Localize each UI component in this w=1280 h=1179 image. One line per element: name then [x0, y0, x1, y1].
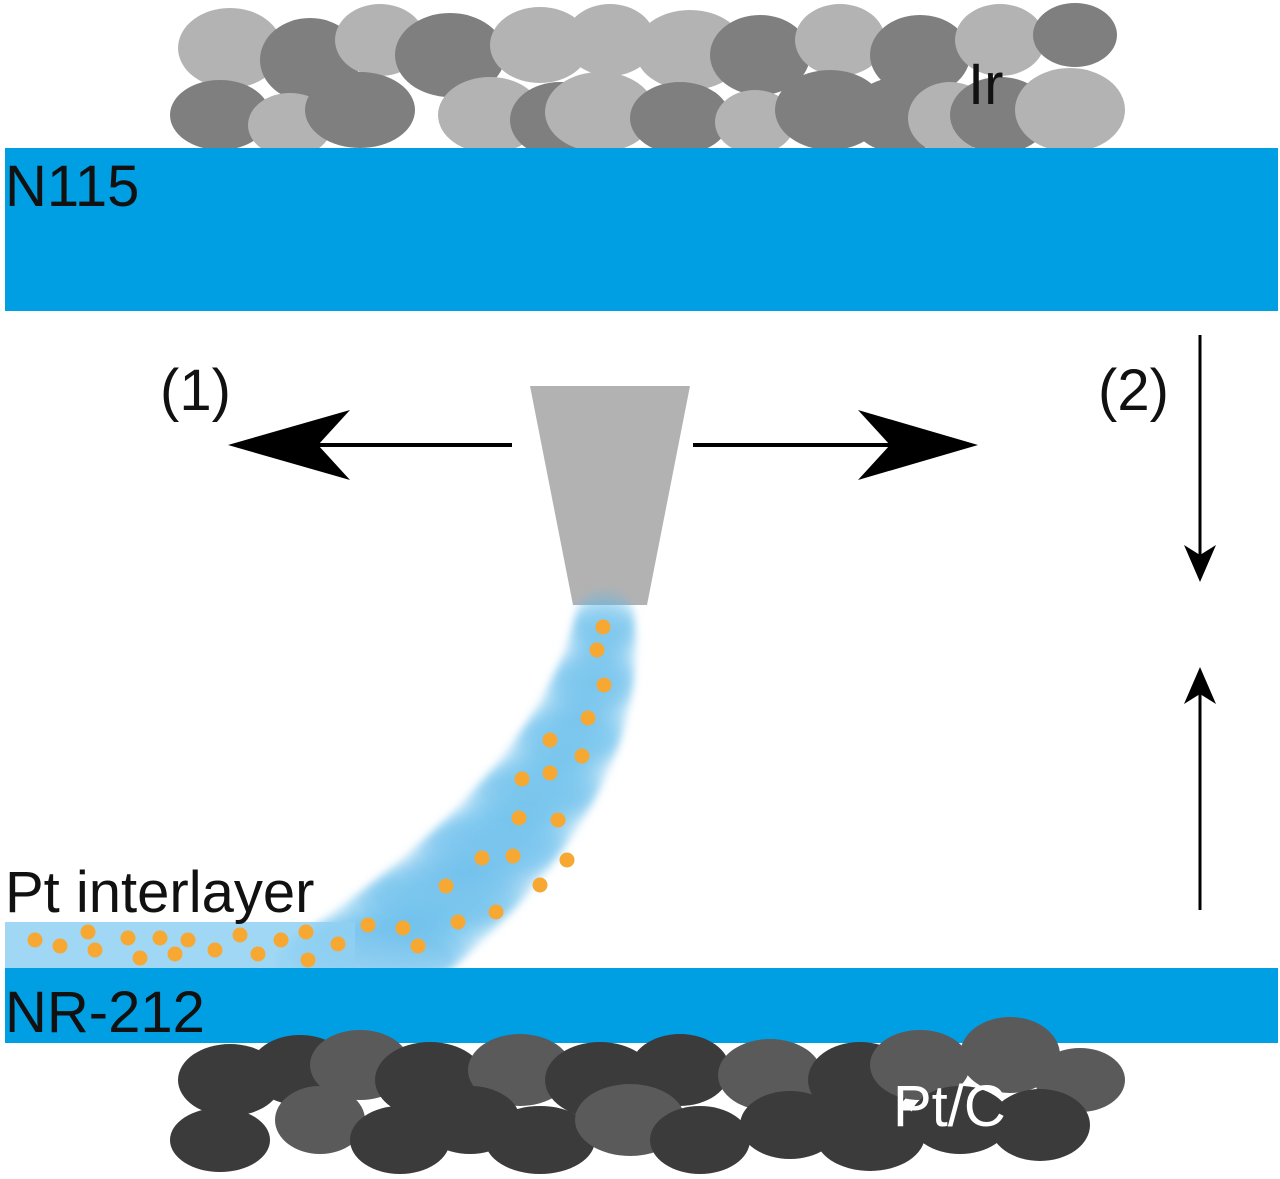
pt-particle — [300, 952, 316, 968]
pt-particle — [514, 771, 530, 787]
ir-grain — [1015, 68, 1125, 152]
pt-particle — [167, 946, 183, 962]
pt-particle — [87, 942, 103, 958]
ptc-grain — [990, 1089, 1090, 1161]
spray-nozzle — [530, 386, 690, 605]
pt-particle — [80, 924, 96, 940]
pt-particles — [27, 619, 612, 968]
ptc-grain — [870, 1030, 970, 1100]
pt-particle — [52, 938, 68, 954]
ptc-grain — [740, 1091, 840, 1159]
ptc-grain — [815, 1099, 925, 1171]
pt-particle — [589, 642, 605, 658]
ir-grain — [870, 15, 970, 95]
ir-grain — [170, 80, 270, 150]
ir-label: Ir — [968, 52, 1003, 117]
pt-particle — [298, 924, 314, 940]
pt-interlayer-label: Pt interlayer — [5, 860, 314, 925]
ir-grain — [490, 7, 590, 83]
right-arrow — [693, 410, 978, 480]
down-arrow — [1184, 335, 1216, 582]
pt-particle — [542, 732, 558, 748]
pt-particle — [474, 850, 490, 866]
pt-particle — [207, 942, 223, 958]
ir-grain — [545, 72, 655, 152]
ir-grain — [710, 15, 810, 95]
left-arrow — [228, 410, 512, 480]
ptc-label: Pt/C — [893, 1074, 1006, 1139]
ptc-catalyst-layer — [170, 1017, 1125, 1174]
ir-grain — [305, 72, 415, 148]
pt-particle — [596, 677, 612, 693]
pt-particle — [532, 877, 548, 893]
ir-grain — [395, 13, 505, 97]
pt-particle — [132, 950, 148, 966]
pt-particle — [330, 936, 346, 952]
pt-particle — [395, 920, 411, 936]
pt-particle — [273, 932, 289, 948]
ptc-grain — [485, 1106, 595, 1174]
ptc-grain — [960, 1017, 1060, 1093]
pt-particle — [580, 710, 596, 726]
up-arrow — [1184, 667, 1216, 910]
ir-grain — [178, 8, 282, 88]
ir-grain — [1033, 3, 1117, 67]
ptc-grain — [275, 1086, 365, 1154]
ptc-grain — [910, 1086, 1010, 1154]
nr212-label: NR-212 — [5, 980, 205, 1045]
n115-label: N115 — [5, 154, 139, 219]
pt-particle — [120, 930, 136, 946]
pt-particle — [180, 932, 196, 948]
pt-particle — [542, 765, 558, 781]
pt-particle — [250, 946, 266, 962]
pt-particle — [559, 852, 575, 868]
pt-particle — [152, 930, 168, 946]
pt-particle — [27, 932, 43, 948]
pt-particle — [595, 619, 611, 635]
nr212-membrane — [5, 968, 1278, 1043]
pt-particle — [574, 748, 590, 764]
ir-grain — [565, 4, 655, 76]
pt-particle — [505, 848, 521, 864]
ir-catalyst-layer — [170, 3, 1125, 158]
n115-membrane — [5, 148, 1278, 311]
ptc-grain — [170, 1108, 270, 1172]
ir-grain — [795, 4, 885, 76]
ptc-grain — [468, 1034, 572, 1106]
ir-grain — [715, 90, 795, 154]
pt-particle — [488, 904, 504, 920]
motion-2-label: (2) — [1098, 358, 1169, 423]
pt-particle — [511, 810, 527, 826]
ir-grain — [630, 82, 730, 154]
pt-particle — [550, 812, 566, 828]
pt-particle — [438, 878, 454, 894]
motion-1-label: (1) — [160, 358, 231, 423]
pt-particle — [232, 927, 248, 943]
pt-particle — [360, 917, 376, 933]
pt-particle — [450, 914, 466, 930]
pt-particle — [410, 938, 426, 954]
ir-grain — [955, 4, 1045, 76]
ptc-grain — [650, 1106, 750, 1174]
